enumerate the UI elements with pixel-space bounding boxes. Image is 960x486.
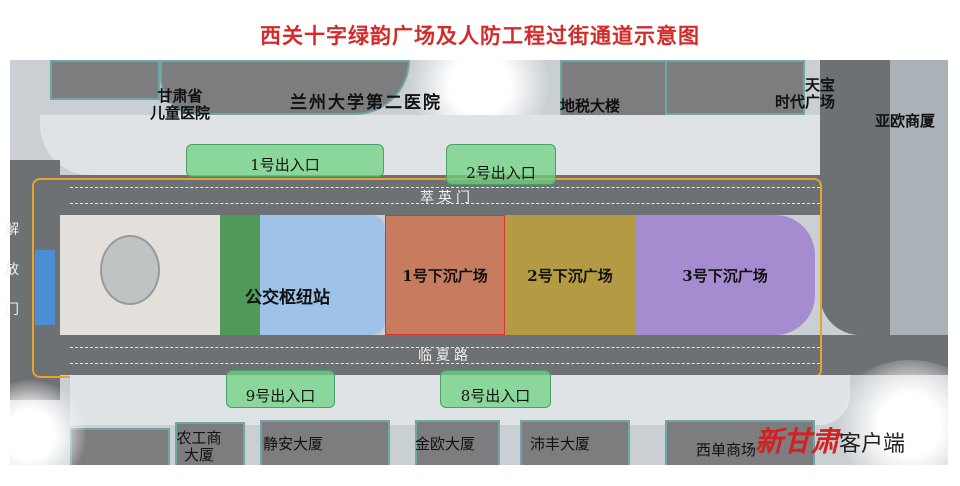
label-lzu-hospital: 兰州大学第二医院 [290, 93, 442, 113]
label-nonggongshang: 农工商 大厦 [176, 429, 222, 465]
dome [100, 235, 160, 305]
building [665, 420, 815, 465]
watermark-suffix: 客户端 [839, 432, 906, 457]
watermark-brand: 新甘肃 [755, 425, 840, 458]
plaza1-label: 1号下沉广场 [402, 266, 488, 285]
green-area [220, 215, 260, 335]
label-peifeng: 沛丰大厦 [530, 435, 591, 453]
building [665, 60, 805, 115]
building [415, 420, 500, 465]
building [560, 60, 680, 120]
map-title: 西关十字绿韵广场及人防工程过街通道示意图 [260, 23, 700, 48]
east-block [890, 60, 948, 335]
road-label-west: 解放门 [5, 222, 19, 318]
road-label-south: 临夏路 [418, 348, 472, 364]
bus-hub-zone: 公交枢纽站 [245, 215, 385, 335]
label-tianbao: 天宝 时代广场 [774, 76, 835, 112]
lane-line [70, 203, 820, 204]
building [175, 422, 245, 465]
exit-9[interactable]: 9号出入口 [226, 370, 335, 408]
building [260, 420, 390, 465]
north-sidewalk [40, 115, 830, 175]
exit-2[interactable]: 2号出入口 [446, 144, 556, 185]
plaza3-zone: 3号下沉广场 [635, 215, 815, 335]
bus-hub-label: 公交枢纽站 [245, 287, 330, 308]
site-map: 公交枢纽站 1号下沉广场 2号下沉广场 3号下沉广场 [10, 60, 948, 465]
watermark-logo: 新甘肃客户端 [755, 420, 905, 460]
plaza1-zone: 1号下沉广场 [385, 215, 505, 335]
exit-1[interactable]: 1号出入口 [186, 144, 384, 177]
building [520, 420, 630, 465]
lane-line [70, 347, 820, 348]
plaza2-label: 2号下沉广场 [527, 266, 613, 285]
plaza3-label: 3号下沉广场 [682, 266, 768, 285]
museum-building [60, 215, 220, 335]
label-xidan: 西单商场 [696, 441, 757, 459]
lane-line [70, 187, 820, 188]
label-jinou: 金欧大厦 [415, 435, 476, 453]
label-tax-building: 地税大楼 [560, 97, 621, 115]
label-children-hospital: 甘肃省 儿童医院 [149, 87, 210, 123]
building [50, 60, 160, 100]
plaza2-zone: 2号下沉广场 [505, 215, 635, 335]
lane-line [70, 363, 820, 364]
label-jingan: 静安大厦 [263, 435, 324, 453]
west-gate-structure [35, 250, 55, 325]
exit-8[interactable]: 8号出入口 [440, 370, 551, 408]
road-label-north: 萃英门 [420, 190, 474, 206]
label-yaou: 亚欧商厦 [875, 112, 936, 130]
building [160, 60, 410, 115]
south-road [10, 335, 948, 375]
